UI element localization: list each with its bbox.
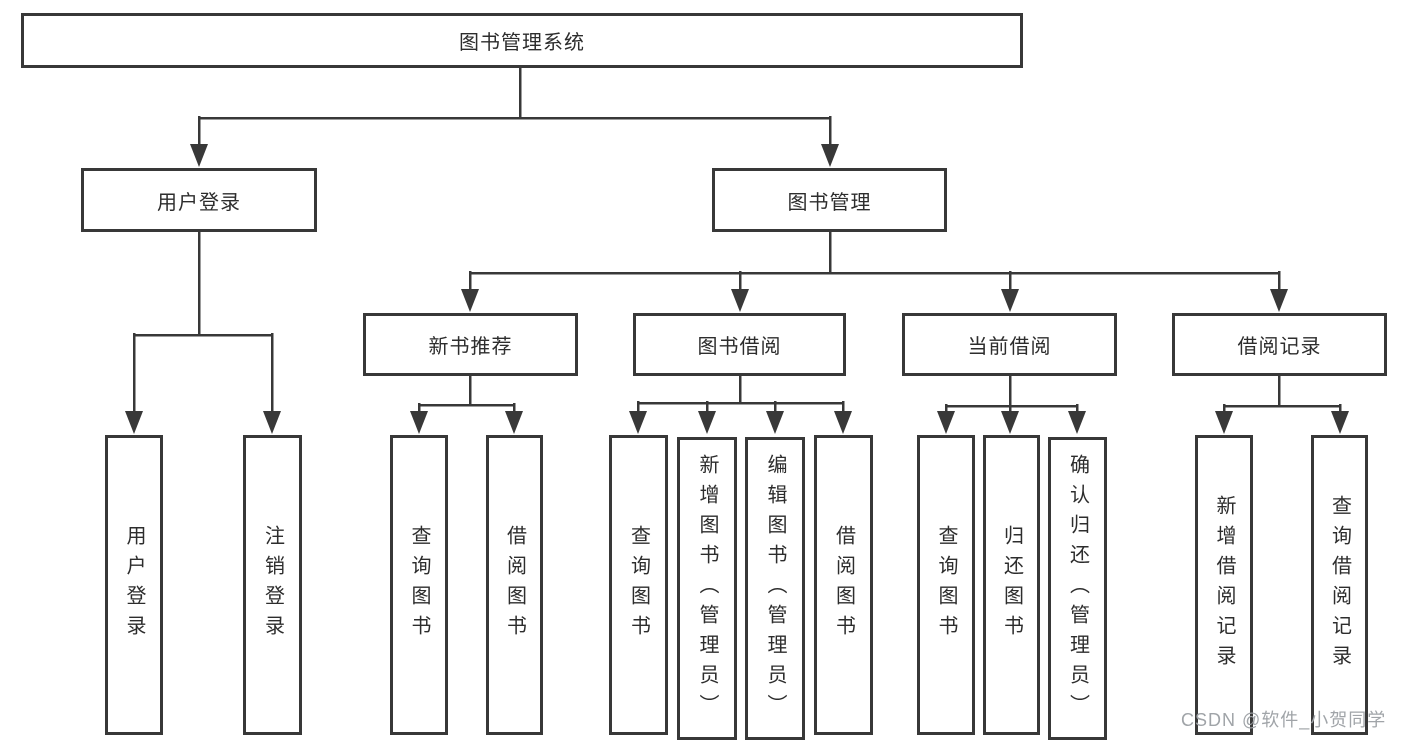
leaf-query-books-current: 查询图书	[917, 435, 975, 735]
node-label: 当前借阅	[967, 336, 1052, 358]
node-label: 借阅图书	[832, 525, 855, 645]
node-library-system: 图书管理系统	[21, 13, 1023, 68]
leaf-query-books-recommend: 查询图书	[390, 435, 448, 735]
node-book-borrowing: 图书借阅	[633, 313, 846, 376]
node-label: 图书管理	[787, 191, 872, 214]
node-label: 确认归还（管理员）	[1066, 453, 1089, 724]
node-label: 查询图书	[408, 525, 430, 645]
node-label: 查询图书	[627, 525, 650, 645]
leaf-borrow-books-recommend: 借阅图书	[486, 435, 543, 735]
node-label: 查询图书	[935, 525, 957, 645]
node-label: 归还图书	[1000, 525, 1023, 645]
csdn-watermark: CSDN @软件_小贺同学	[1181, 710, 1387, 730]
leaf-add-borrow-record: 新增借阅记录	[1195, 435, 1253, 735]
leaf-return-book: 归还图书	[983, 435, 1040, 735]
leaf-user-login: 用户登录	[105, 435, 163, 735]
node-label: 借阅记录	[1237, 336, 1322, 358]
node-user-login: 用户登录	[81, 168, 317, 232]
node-label: 查询借阅记录	[1328, 495, 1351, 675]
leaf-logout-login: 注销登录	[243, 435, 302, 735]
node-label: 借阅图书	[503, 525, 526, 645]
node-current-borrowing: 当前借阅	[902, 313, 1117, 376]
leaf-confirm-return-admin: 确认归还（管理员）	[1048, 437, 1107, 740]
node-label: 新增借阅记录	[1213, 495, 1235, 675]
node-label: 用户登录	[123, 525, 145, 645]
node-label: 新书推荐	[428, 336, 513, 358]
node-new-book-recommend: 新书推荐	[363, 313, 578, 376]
node-label: 新增图书（管理员）	[696, 453, 718, 724]
node-label: 编辑图书（管理员）	[764, 453, 786, 724]
node-book-management: 图书管理	[712, 168, 947, 232]
node-label: 用户登录	[157, 191, 241, 214]
arrow-down-icons	[125, 144, 1349, 434]
leaf-add-book-admin: 新增图书（管理员）	[677, 437, 737, 740]
node-borrowing-records: 借阅记录	[1172, 313, 1387, 376]
node-label: 注销登录	[261, 525, 284, 645]
node-label: 图书管理系统	[459, 32, 585, 54]
leaf-borrow-books: 借阅图书	[814, 435, 873, 735]
leaf-query-borrow-record: 查询借阅记录	[1311, 435, 1368, 735]
node-label: 图书借阅	[697, 336, 782, 358]
leaf-edit-book-admin: 编辑图书（管理员）	[745, 437, 805, 740]
leaf-query-books-borrowing: 查询图书	[609, 435, 668, 735]
